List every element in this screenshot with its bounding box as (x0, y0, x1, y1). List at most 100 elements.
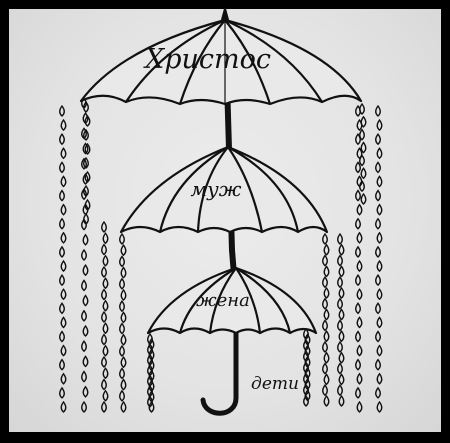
raindrop-icon (61, 402, 66, 412)
raindrop-icon (61, 346, 66, 356)
raindrop-icon (121, 402, 126, 412)
raindrop-icon (60, 303, 65, 313)
raindrop-icon (121, 290, 126, 300)
raindrop-icon (376, 106, 381, 116)
raindrop-icon (60, 332, 65, 342)
raindrop-icon (102, 312, 107, 322)
raindrop-icon (60, 106, 65, 116)
raindrop-icon (83, 235, 88, 245)
raindrop-icon (82, 372, 87, 382)
raindrop-icon (103, 256, 108, 266)
raindrop-icon (102, 357, 107, 367)
raindrop-icon (324, 396, 329, 406)
raindrop-icon (324, 310, 329, 320)
raindrop-icon (61, 233, 66, 243)
raindrop-icon (361, 143, 366, 153)
raindrop-icon (338, 277, 343, 287)
raindrop-icon (102, 290, 107, 300)
raindrop-icon (356, 275, 361, 285)
raindrop-icon (339, 374, 344, 384)
raindrop-icon (82, 311, 87, 321)
raindrop-icon (82, 280, 87, 290)
raindrop-icon (61, 148, 66, 158)
raindrop-icon (377, 346, 382, 356)
raindrop-icon (83, 296, 88, 306)
raindrop-icon (83, 265, 88, 275)
raindrop-icon (377, 120, 382, 130)
raindrop-icon (103, 391, 108, 401)
raindrop-icon (60, 360, 65, 370)
raindrop-icon (357, 233, 362, 243)
raindrop-icon (82, 341, 87, 351)
raindrop-icon (121, 312, 126, 322)
raindrop-icon (338, 299, 343, 309)
raindrop-icon (120, 279, 125, 289)
raindrop-icon (356, 388, 361, 398)
raindrop-icon (61, 205, 66, 215)
raindrop-icon (60, 275, 65, 285)
raindrop-icon (82, 250, 87, 260)
raindrop-icon (338, 364, 343, 374)
raindrop-icon (360, 104, 365, 114)
raindrop-icon (103, 368, 108, 378)
raindrop-icon (356, 360, 361, 370)
raindrop-icon (83, 356, 88, 366)
raindrop-icon (376, 219, 381, 229)
raindrop-icon (377, 374, 382, 384)
raindrop-icon (356, 191, 361, 201)
raindrop-icon (324, 353, 329, 363)
raindrop-icon (357, 289, 362, 299)
raindrop-icon (377, 261, 382, 271)
label-wife: жена (196, 290, 250, 311)
raindrop-icon (323, 320, 328, 330)
raindrop-icon (120, 346, 125, 356)
raindrop-icon (377, 402, 382, 412)
umbrella-shaft (203, 82, 236, 413)
raindrop-icon (376, 191, 381, 201)
raindrop-icon (338, 342, 343, 352)
raindrop-icon (102, 267, 107, 277)
raindrop-icon (357, 205, 362, 215)
raindrop-icon (376, 162, 381, 172)
raindrop-icon (61, 261, 66, 271)
raindrop-icon (60, 162, 65, 172)
raindrop-icon (376, 388, 381, 398)
raindrop-icon (356, 332, 361, 342)
raindrop-icon (339, 266, 344, 276)
raindrop-icon (120, 368, 125, 378)
raindrop-icon (339, 331, 344, 341)
raindrop-icon (339, 353, 344, 363)
raindrop-icon (120, 234, 125, 244)
raindrop-icon (324, 374, 329, 384)
raindrop-icon (102, 335, 107, 345)
raindrop-icon (323, 277, 328, 287)
raindrop-icon (338, 320, 343, 330)
raindrop-icon (323, 342, 328, 352)
raindrop-icon (121, 357, 126, 367)
label-christ: Христос (143, 44, 271, 75)
raindrop-icon (121, 268, 126, 278)
raindrop-icon (377, 148, 382, 158)
raindrop-icon (120, 391, 125, 401)
raindrop-icon (121, 380, 126, 390)
raindrop-icon (60, 247, 65, 257)
raindrop-icon (60, 388, 65, 398)
raindrop-icon (338, 256, 343, 266)
raindrop-icon (102, 380, 107, 390)
raindrop-icon (120, 256, 125, 266)
raindrop-icon (102, 402, 107, 412)
raindrop-icon (356, 303, 361, 313)
raindrop-icon (323, 299, 328, 309)
raindrop-icon (61, 374, 66, 384)
raindrop-icon (323, 385, 328, 395)
raindrop-icon (61, 120, 66, 130)
raindrop-icon (339, 310, 344, 320)
raindrop-icon (361, 168, 366, 178)
raindrop-icon (377, 233, 382, 243)
raindrop-icon (339, 396, 344, 406)
raindrop-icon (376, 247, 381, 257)
raindrop-icon (83, 387, 88, 397)
raindrop-icon (120, 324, 125, 334)
raindrop-icon (324, 288, 329, 298)
